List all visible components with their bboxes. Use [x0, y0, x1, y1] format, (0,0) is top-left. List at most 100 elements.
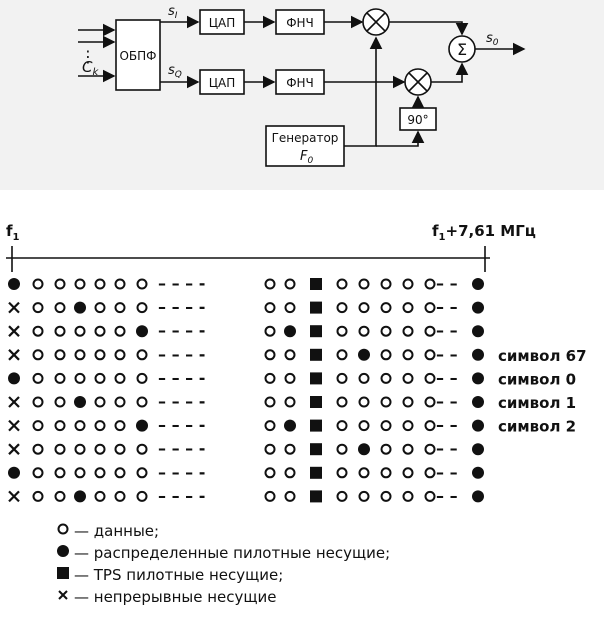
carrier-row: – – – -– –символ 67 — [8, 345, 587, 365]
dash-gap: – – – - — [158, 345, 205, 364]
data-carrier — [336, 467, 348, 479]
legend-text-data: — данные; — [74, 522, 160, 540]
lpf-label-i: ФНЧ — [286, 16, 314, 30]
data-carrier — [380, 490, 392, 502]
scattered-pilot — [8, 278, 20, 290]
generator-label: Генератор — [272, 131, 339, 145]
data-carrier — [264, 302, 276, 314]
obpf-label: ОБПФ — [119, 49, 156, 63]
data-carrier — [358, 302, 370, 314]
data-carrier — [54, 443, 66, 455]
dash-gap-end: – – — [436, 298, 458, 317]
data-carrier — [136, 443, 148, 455]
data-carrier — [284, 349, 296, 361]
data-carrier — [284, 396, 296, 408]
data-carrier — [380, 325, 392, 337]
dash-gap: – – – - — [158, 416, 205, 435]
data-carrier — [380, 278, 392, 290]
modulator-block-diagram: ⋮ Ck ОБПФ sI ЦАП ФНЧ sQ ЦАП ФНЧ Σ s0 — [78, 4, 526, 167]
dash-gap: – – – - — [158, 368, 205, 387]
data-carrier — [336, 278, 348, 290]
scattered-pilot — [472, 490, 484, 503]
symbol-label: символ 1 — [498, 394, 576, 412]
data-carrier — [136, 278, 148, 290]
dac-label-i: ЦАП — [209, 16, 236, 30]
data-carrier — [136, 490, 148, 502]
continual-pilot-icon — [56, 586, 74, 608]
data-carrier — [74, 420, 86, 432]
data-carrier-icon — [56, 520, 74, 542]
data-carrier — [94, 420, 106, 432]
data-carrier — [32, 443, 44, 455]
tps-pilot — [310, 490, 322, 503]
data-carrier — [284, 467, 296, 479]
sq-label: sQ — [168, 63, 182, 80]
data-carrier — [424, 396, 436, 408]
data-carrier — [54, 278, 66, 290]
carrier-rows: – – – -– –– – – -– –– – – -– –– – – -– –… — [8, 274, 587, 505]
scattered-pilot — [136, 325, 148, 338]
data-carrier — [54, 396, 66, 408]
carrier-row: – – – - – – символ 1 — [8, 392, 576, 412]
data-carrier — [424, 420, 436, 432]
dash-gap: – – – - — [158, 392, 205, 411]
data-carrier — [402, 349, 414, 361]
data-carrier — [336, 372, 348, 384]
continual-pilot — [8, 396, 20, 408]
dash-gap-end: – – — [436, 392, 458, 411]
data-carrier — [54, 490, 66, 502]
scattered-pilot — [472, 278, 484, 290]
data-carrier — [264, 349, 276, 361]
data-carrier — [94, 396, 106, 408]
obpf-block — [115, 19, 161, 91]
data-carrier — [402, 278, 414, 290]
input-label: Ck — [82, 58, 99, 78]
dash-gap: – – – - — [158, 463, 205, 482]
generator-block — [265, 125, 345, 167]
scattered-pilot — [8, 372, 20, 385]
data-carrier — [32, 349, 44, 361]
data-carrier — [136, 349, 148, 361]
legend-item-continual-pilot: — непрерывные несущие — [56, 586, 390, 608]
data-carrier — [424, 325, 436, 337]
scattered-pilot-icon — [56, 542, 74, 564]
scattered-pilot — [472, 466, 484, 479]
tps-pilot — [310, 466, 322, 479]
data-carrier — [32, 396, 44, 408]
data-carrier — [114, 420, 126, 432]
data-carrier — [74, 443, 86, 455]
data-carrier — [424, 372, 436, 384]
data-carrier — [380, 420, 392, 432]
data-carrier — [284, 443, 296, 455]
data-carrier — [136, 372, 148, 384]
scattered-pilot — [472, 419, 484, 432]
data-carrier — [32, 490, 44, 502]
data-carrier — [336, 349, 348, 361]
input-arrows — [78, 23, 116, 83]
scattered-pilot — [284, 419, 296, 432]
data-carrier — [358, 372, 370, 384]
data-carrier — [264, 443, 276, 455]
data-carrier — [54, 420, 66, 432]
data-carrier — [114, 467, 126, 479]
data-carrier — [402, 372, 414, 384]
legend-item-tps-pilot: — TPS пилотные несущие; — [56, 564, 390, 586]
data-carrier — [32, 467, 44, 479]
dash-gap: – – – - — [158, 298, 205, 317]
data-carrier — [94, 349, 106, 361]
continual-pilot — [8, 443, 20, 455]
data-carrier — [402, 396, 414, 408]
data-carrier — [264, 372, 276, 384]
continual-pilot — [8, 490, 20, 503]
data-carrier — [136, 467, 148, 479]
dash-gap-end: – – — [436, 463, 458, 482]
continual-pilot — [8, 349, 20, 361]
legend-item-scattered-pilot: — распределенные пилотные несущие; — [56, 542, 390, 564]
legend-text-tps-pilot: — TPS пилотные несущие; — [74, 566, 284, 584]
data-carrier — [336, 325, 348, 337]
dash-gap: – – – - — [158, 274, 205, 293]
data-carrier — [264, 467, 276, 479]
dash-gap-end: – – — [436, 368, 458, 387]
tps-pilot — [310, 419, 322, 432]
data-carrier — [114, 302, 126, 314]
